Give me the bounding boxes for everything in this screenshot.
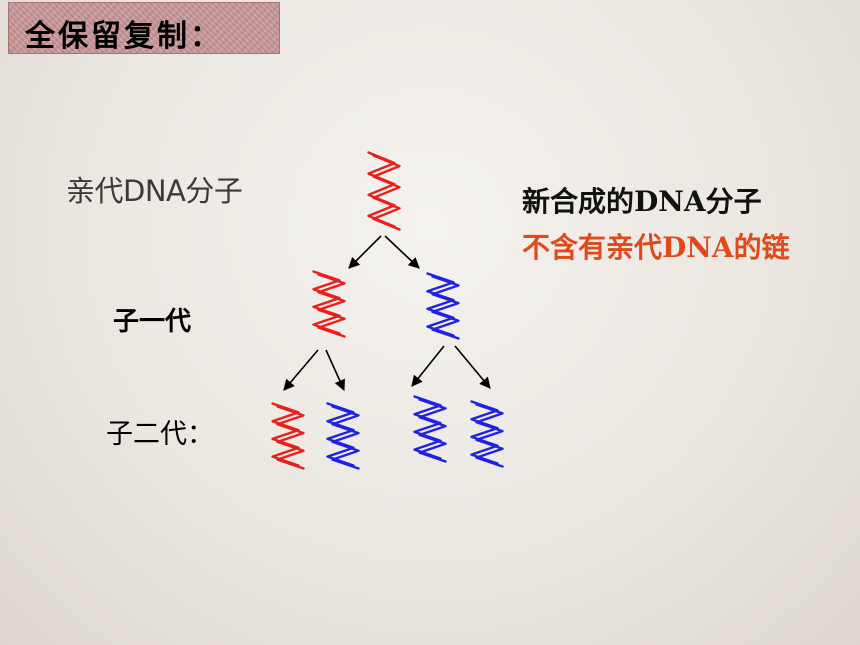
note-line-2: 不含有亲代DNA的链 — [522, 231, 790, 264]
dna-molecule-parent — [367, 151, 401, 231]
dna-strand-gen2-d-2 — [475, 403, 504, 468]
dna-molecule-gen2-a — [271, 402, 305, 470]
dna-molecule-gen2-c — [413, 395, 447, 463]
dna-strand-gen1-a-2 — [317, 273, 346, 338]
second-generation-label: 子二代： — [106, 419, 214, 450]
dna-strand-gen2-b-2 — [331, 405, 360, 470]
dna-strand-parent-2 — [372, 154, 401, 231]
arrow-2 — [384, 235, 420, 269]
dna-strand-gen1-a-1 — [312, 270, 341, 335]
title-box: 全保留复制： — [8, 2, 280, 54]
dna-strand-gen2-b-1 — [326, 402, 355, 467]
dna-molecule-gen1-b — [426, 272, 460, 340]
dna-strand-gen2-c-1 — [413, 395, 442, 460]
molecules-group — [271, 151, 504, 470]
arrows-group — [283, 235, 491, 392]
parent-generation-label: 亲代DNA分子 — [66, 174, 243, 208]
arrow-4 — [325, 349, 345, 392]
dna-strand-gen1-b-2 — [431, 275, 460, 340]
dna-molecule-gen2-d — [470, 400, 504, 468]
arrow-5 — [411, 345, 445, 387]
dna-strand-gen2-a-2 — [276, 405, 305, 470]
arrow-1 — [348, 235, 382, 269]
dna-strand-gen2-a-1 — [271, 402, 300, 467]
dna-strand-gen2-c-2 — [418, 398, 447, 463]
dna-molecule-gen2-b — [326, 402, 360, 470]
page-title: 全保留复制： — [25, 19, 223, 54]
dna-strand-gen2-d-1 — [470, 400, 499, 465]
dna-strand-parent-1 — [367, 151, 396, 228]
note-line-1: 新合成的DNA分子 — [522, 185, 762, 218]
first-generation-label: 子一代 — [113, 307, 192, 337]
arrow-6 — [454, 345, 491, 389]
arrow-3 — [283, 349, 319, 391]
dna-strand-gen1-b-1 — [426, 272, 455, 337]
dna-molecule-gen1-a — [312, 270, 346, 338]
